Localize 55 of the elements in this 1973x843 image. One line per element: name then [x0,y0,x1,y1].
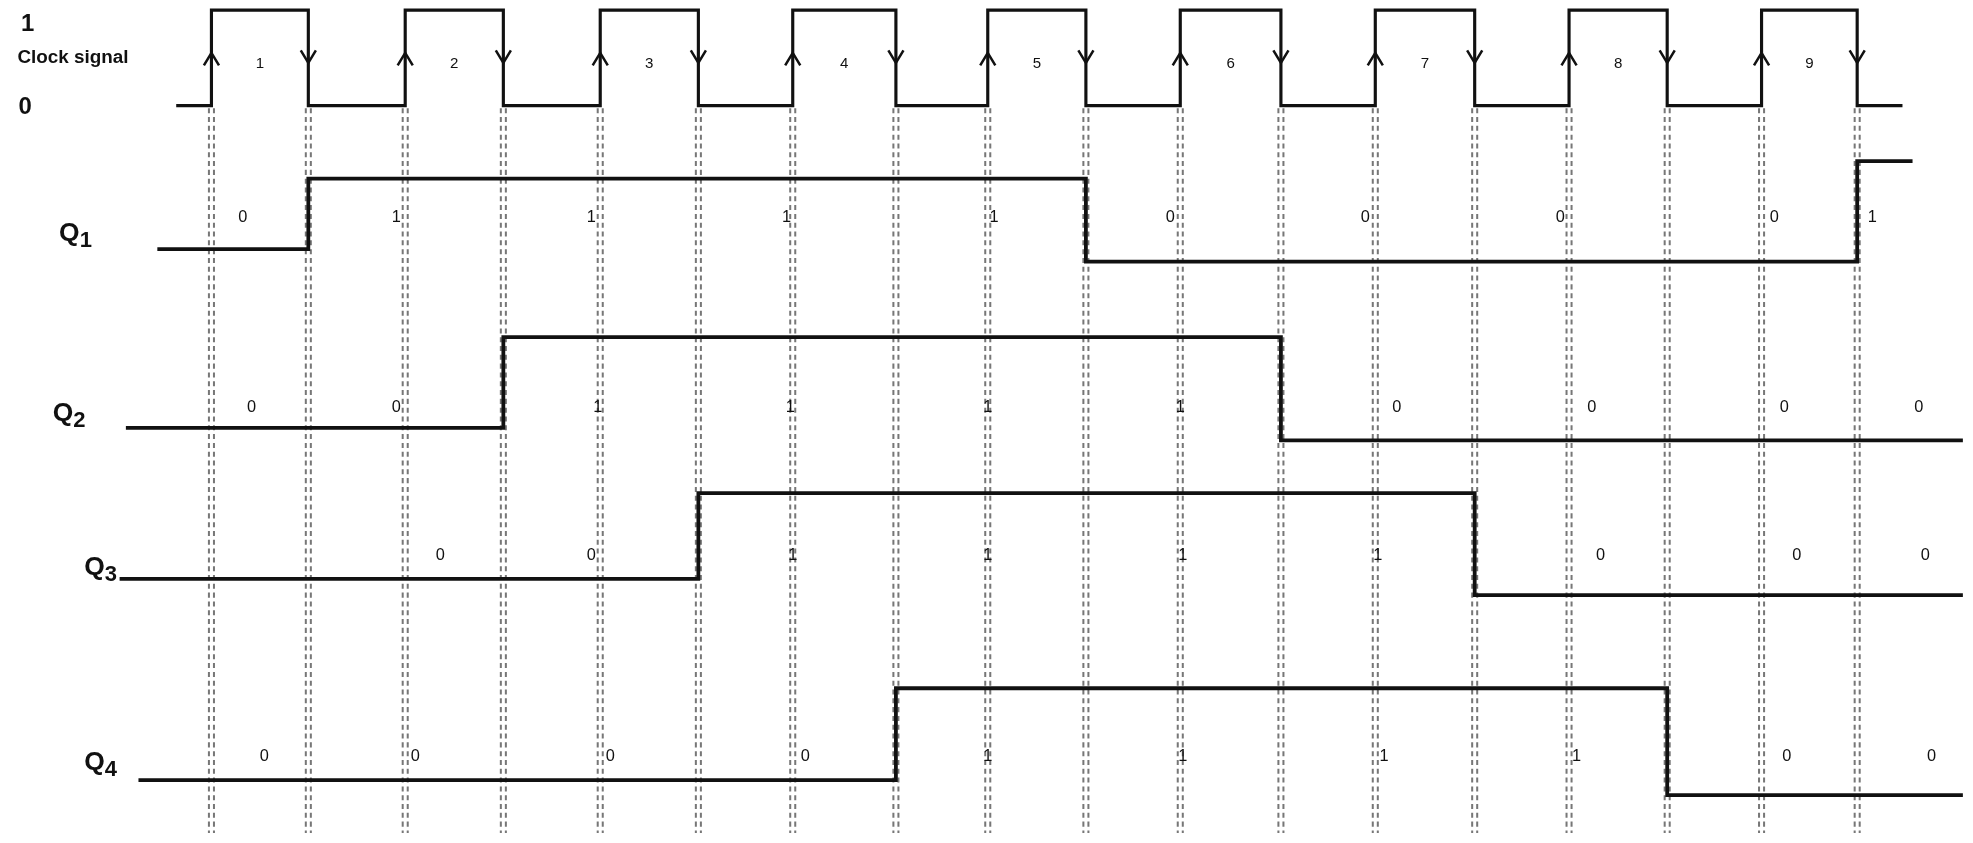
pulse-number: 4 [840,55,849,71]
bit-value: 0 [435,545,445,562]
bit-value: 1 [983,398,993,415]
bit-value: 1 [1572,746,1582,764]
level-label: 0 [18,93,32,118]
bit-value: 1 [788,545,798,562]
bit-value: 1 [391,208,401,225]
pulse-number: 6 [1226,55,1235,71]
bit-value: 0 [605,746,615,764]
bit-value: 1 [1373,545,1383,562]
pulse-number: 8 [1613,55,1623,71]
bit-value: 0 [1360,208,1370,225]
bit-value: 1 [1175,398,1185,415]
bit-value: 0 [391,398,401,415]
bit-value: 0 [1555,208,1565,225]
bit-value: 0 [1914,398,1924,415]
pulse-number: 1 [255,55,264,71]
bit-value: 0 [1792,545,1802,562]
pulse-number: 3 [645,55,654,71]
bit-value: 0 [238,208,248,225]
pulse-number: 9 [1805,55,1814,71]
signal-label: Q$_{1}$ [59,219,92,252]
pulse-number: 2 [450,55,459,71]
bit-value: 1 [983,545,993,562]
bit-value: 1 [1178,545,1188,562]
bit-value: 1 [989,208,999,225]
bit-value: 0 [259,746,269,764]
bit-value: 1 [593,398,603,415]
signal-label: Q$_{4}$ [84,747,118,780]
bit-value: 0 [247,398,257,415]
pulse-number: 5 [1032,55,1041,71]
bit-value: 0 [586,545,596,562]
bit-value: 0 [1392,398,1402,415]
bit-value: 1 [785,398,795,415]
signal-label: Clock signal [17,47,129,67]
bit-value: 0 [1596,545,1606,562]
bit-value: 1 [1867,208,1877,225]
bit-value: 0 [1165,208,1175,225]
bit-value: 0 [1779,398,1789,415]
bit-value: 0 [800,746,810,764]
bit-value: 0 [1926,746,1936,764]
pulse-number: 7 [1420,55,1430,71]
bit-value: 1 [1379,746,1389,764]
bit-value: 0 [1920,545,1930,562]
level-label: 1 [21,10,35,35]
bit-value: 0 [1782,746,1792,764]
signal-label: Q$_{2}$ [52,399,86,432]
bit-value: 0 [410,746,420,764]
bit-value: 0 [1769,208,1779,225]
bit-value: 0 [1587,398,1597,415]
bit-value: 1 [983,746,993,764]
bit-value: 1 [781,208,791,225]
bit-value: 1 [1178,746,1188,764]
signal-label: Q$_{3}$ [84,552,118,585]
bit-value: 1 [586,208,596,225]
